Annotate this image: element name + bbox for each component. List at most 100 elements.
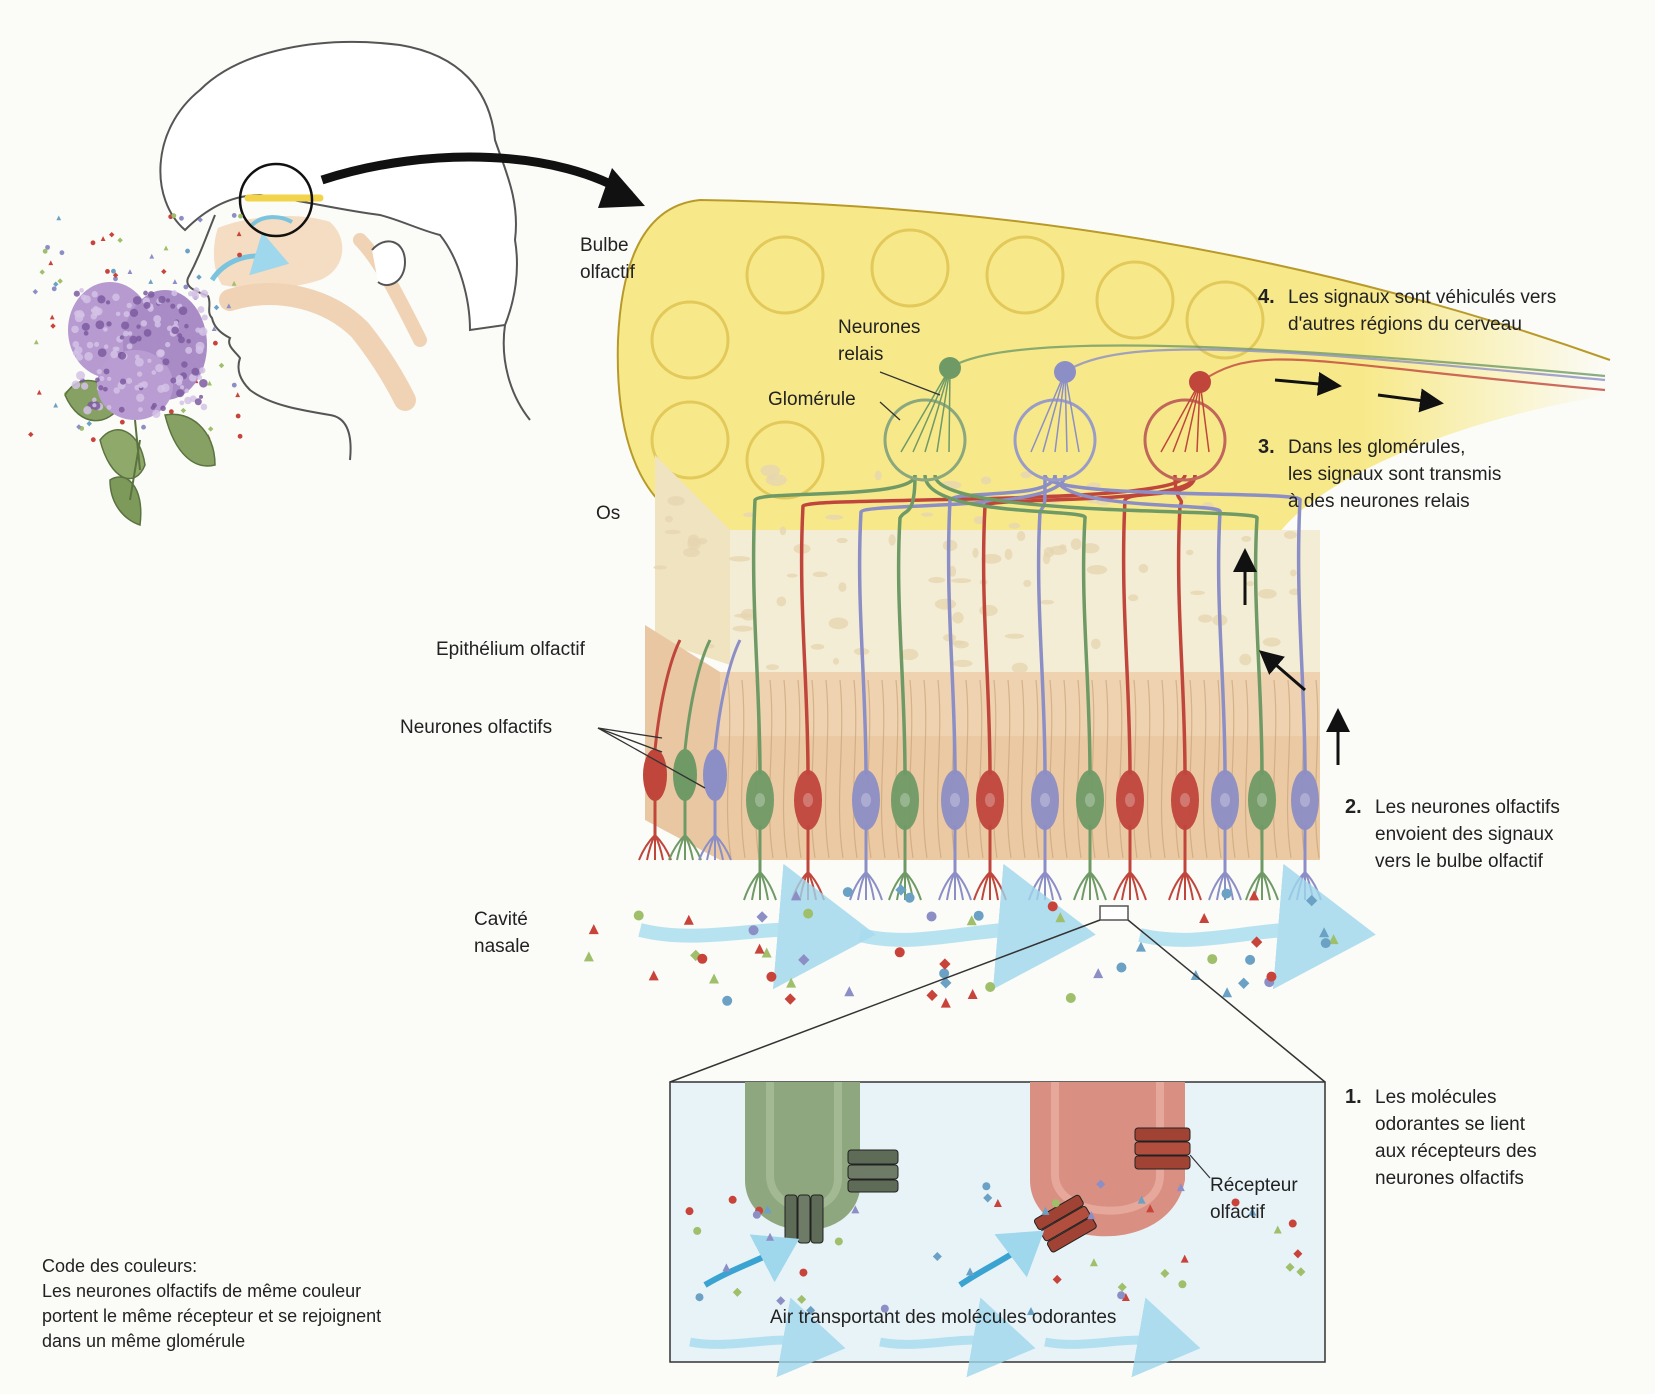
support-cell-line xyxy=(1076,679,1082,859)
odorant-triangle xyxy=(722,1263,731,1272)
lilac-floret xyxy=(97,295,106,304)
neuron-body xyxy=(746,770,774,830)
odorant-square xyxy=(1306,894,1318,907)
lilac-floret xyxy=(195,346,204,354)
odorant-triangle xyxy=(1089,1258,1098,1267)
odorant-triangle xyxy=(1180,1254,1189,1263)
odorant-dot xyxy=(59,250,65,256)
bone-pore xyxy=(1020,471,1032,479)
neuron-nucleus xyxy=(755,793,765,807)
odorant-square xyxy=(196,274,202,280)
odorant-dot xyxy=(1117,1291,1126,1300)
lilac-floret xyxy=(137,371,143,377)
relay-dendrite xyxy=(900,367,951,453)
lilac-floret xyxy=(74,310,81,317)
neuron-axon xyxy=(933,474,1264,776)
support-cell-line xyxy=(992,679,998,859)
label-epithelium: Epithélium olfactif xyxy=(436,636,585,663)
odorant-triangle xyxy=(1319,927,1330,938)
neuron-nucleus xyxy=(1085,793,1095,807)
leader-lines xyxy=(597,371,941,789)
lilac-floret xyxy=(113,387,120,394)
neuron-cilium xyxy=(954,871,972,901)
legend-line: portent le même récepteur et se rejoigne… xyxy=(42,1306,382,1326)
odorant-dot xyxy=(1221,888,1232,899)
lilac-floret xyxy=(143,290,148,296)
odorant-dot xyxy=(982,1182,991,1191)
lilac-floret xyxy=(83,330,89,336)
glomerule-green xyxy=(883,398,967,482)
odorant-triangle xyxy=(100,236,106,241)
odorant-dot xyxy=(748,925,759,936)
green-receptor-icon xyxy=(784,1149,899,1244)
odorant-triangle xyxy=(172,279,178,284)
odorant-dot xyxy=(1178,1280,1187,1289)
label-cavite-nasale: Cavité nasale xyxy=(474,906,530,960)
odorant-triangle xyxy=(235,392,241,398)
bulb-circle xyxy=(985,235,1065,315)
bone-pore xyxy=(980,476,992,485)
bone-pore xyxy=(1239,653,1252,666)
bone-pore xyxy=(952,659,973,668)
lilac-floret xyxy=(80,382,89,390)
lilac-floret xyxy=(194,398,202,406)
odorant-dot xyxy=(235,413,241,419)
odorant-triangle xyxy=(766,1232,775,1241)
lilac-floret xyxy=(79,288,84,293)
odorant-square xyxy=(926,989,938,1001)
odorant-molecules xyxy=(583,884,1339,1008)
neuron-nucleus xyxy=(861,793,871,807)
support-cell-line xyxy=(1272,679,1278,859)
lilac-floret xyxy=(71,380,81,390)
bone-pore xyxy=(972,547,979,558)
support-cell-line xyxy=(1034,679,1040,859)
neuron-cilium xyxy=(904,871,922,901)
odorant-triangle xyxy=(763,1205,772,1214)
lilac-floret xyxy=(91,307,101,317)
lilac-floret xyxy=(103,327,108,332)
lilac-floret xyxy=(84,352,93,361)
bone-pore xyxy=(1042,552,1051,565)
lilac-floret xyxy=(173,320,179,326)
lilac-floret xyxy=(188,373,197,382)
bone-pore xyxy=(1004,633,1025,639)
odorant-triangle xyxy=(231,280,237,286)
label-air-text: Air transportant des molécules odorantes xyxy=(770,1307,1117,1328)
odorant-triangle xyxy=(236,231,242,237)
neuron-axon xyxy=(896,474,917,776)
odorant-dot xyxy=(183,284,189,290)
bone-pore xyxy=(810,643,825,650)
step-2-number: 2. xyxy=(1345,796,1362,818)
support-cell-line xyxy=(866,679,872,859)
lilac-floret xyxy=(106,405,112,410)
label-bulbe-line2: olfactif xyxy=(580,262,635,283)
step-2-line: vers le bulbe olfactif xyxy=(1375,851,1543,872)
lilac-floret xyxy=(201,314,208,321)
step-1-line: neurones olfactifs xyxy=(1375,1168,1524,1189)
support-cell-line xyxy=(838,679,844,859)
label-recepteur-line1: Récepteur xyxy=(1210,1175,1298,1196)
bone-pore xyxy=(1186,549,1194,556)
bone-pore xyxy=(729,556,751,562)
bone-pore xyxy=(1128,594,1139,602)
relay-neuron-body xyxy=(939,357,961,379)
odorant-triangle xyxy=(127,269,133,274)
lilac-floret xyxy=(178,336,185,344)
odorant-triangle xyxy=(754,943,765,954)
lilac-floret xyxy=(123,311,130,318)
lilac-floret xyxy=(92,403,97,408)
lilac-floret xyxy=(103,368,110,375)
odorant-triangle xyxy=(56,215,62,221)
neuron-body xyxy=(852,770,880,830)
odorant-dot xyxy=(237,252,242,258)
bone-pore xyxy=(1070,538,1082,550)
lilac-floret xyxy=(135,335,142,342)
lilac-floret xyxy=(127,331,133,336)
bone-pore xyxy=(1138,563,1149,573)
odorant-triangle xyxy=(791,890,802,901)
odorant-triangle xyxy=(49,314,55,320)
odorant-square xyxy=(1296,1267,1306,1277)
odorant-square xyxy=(1117,1282,1127,1292)
odorant-square xyxy=(28,431,34,438)
lilac-floret xyxy=(94,341,100,347)
